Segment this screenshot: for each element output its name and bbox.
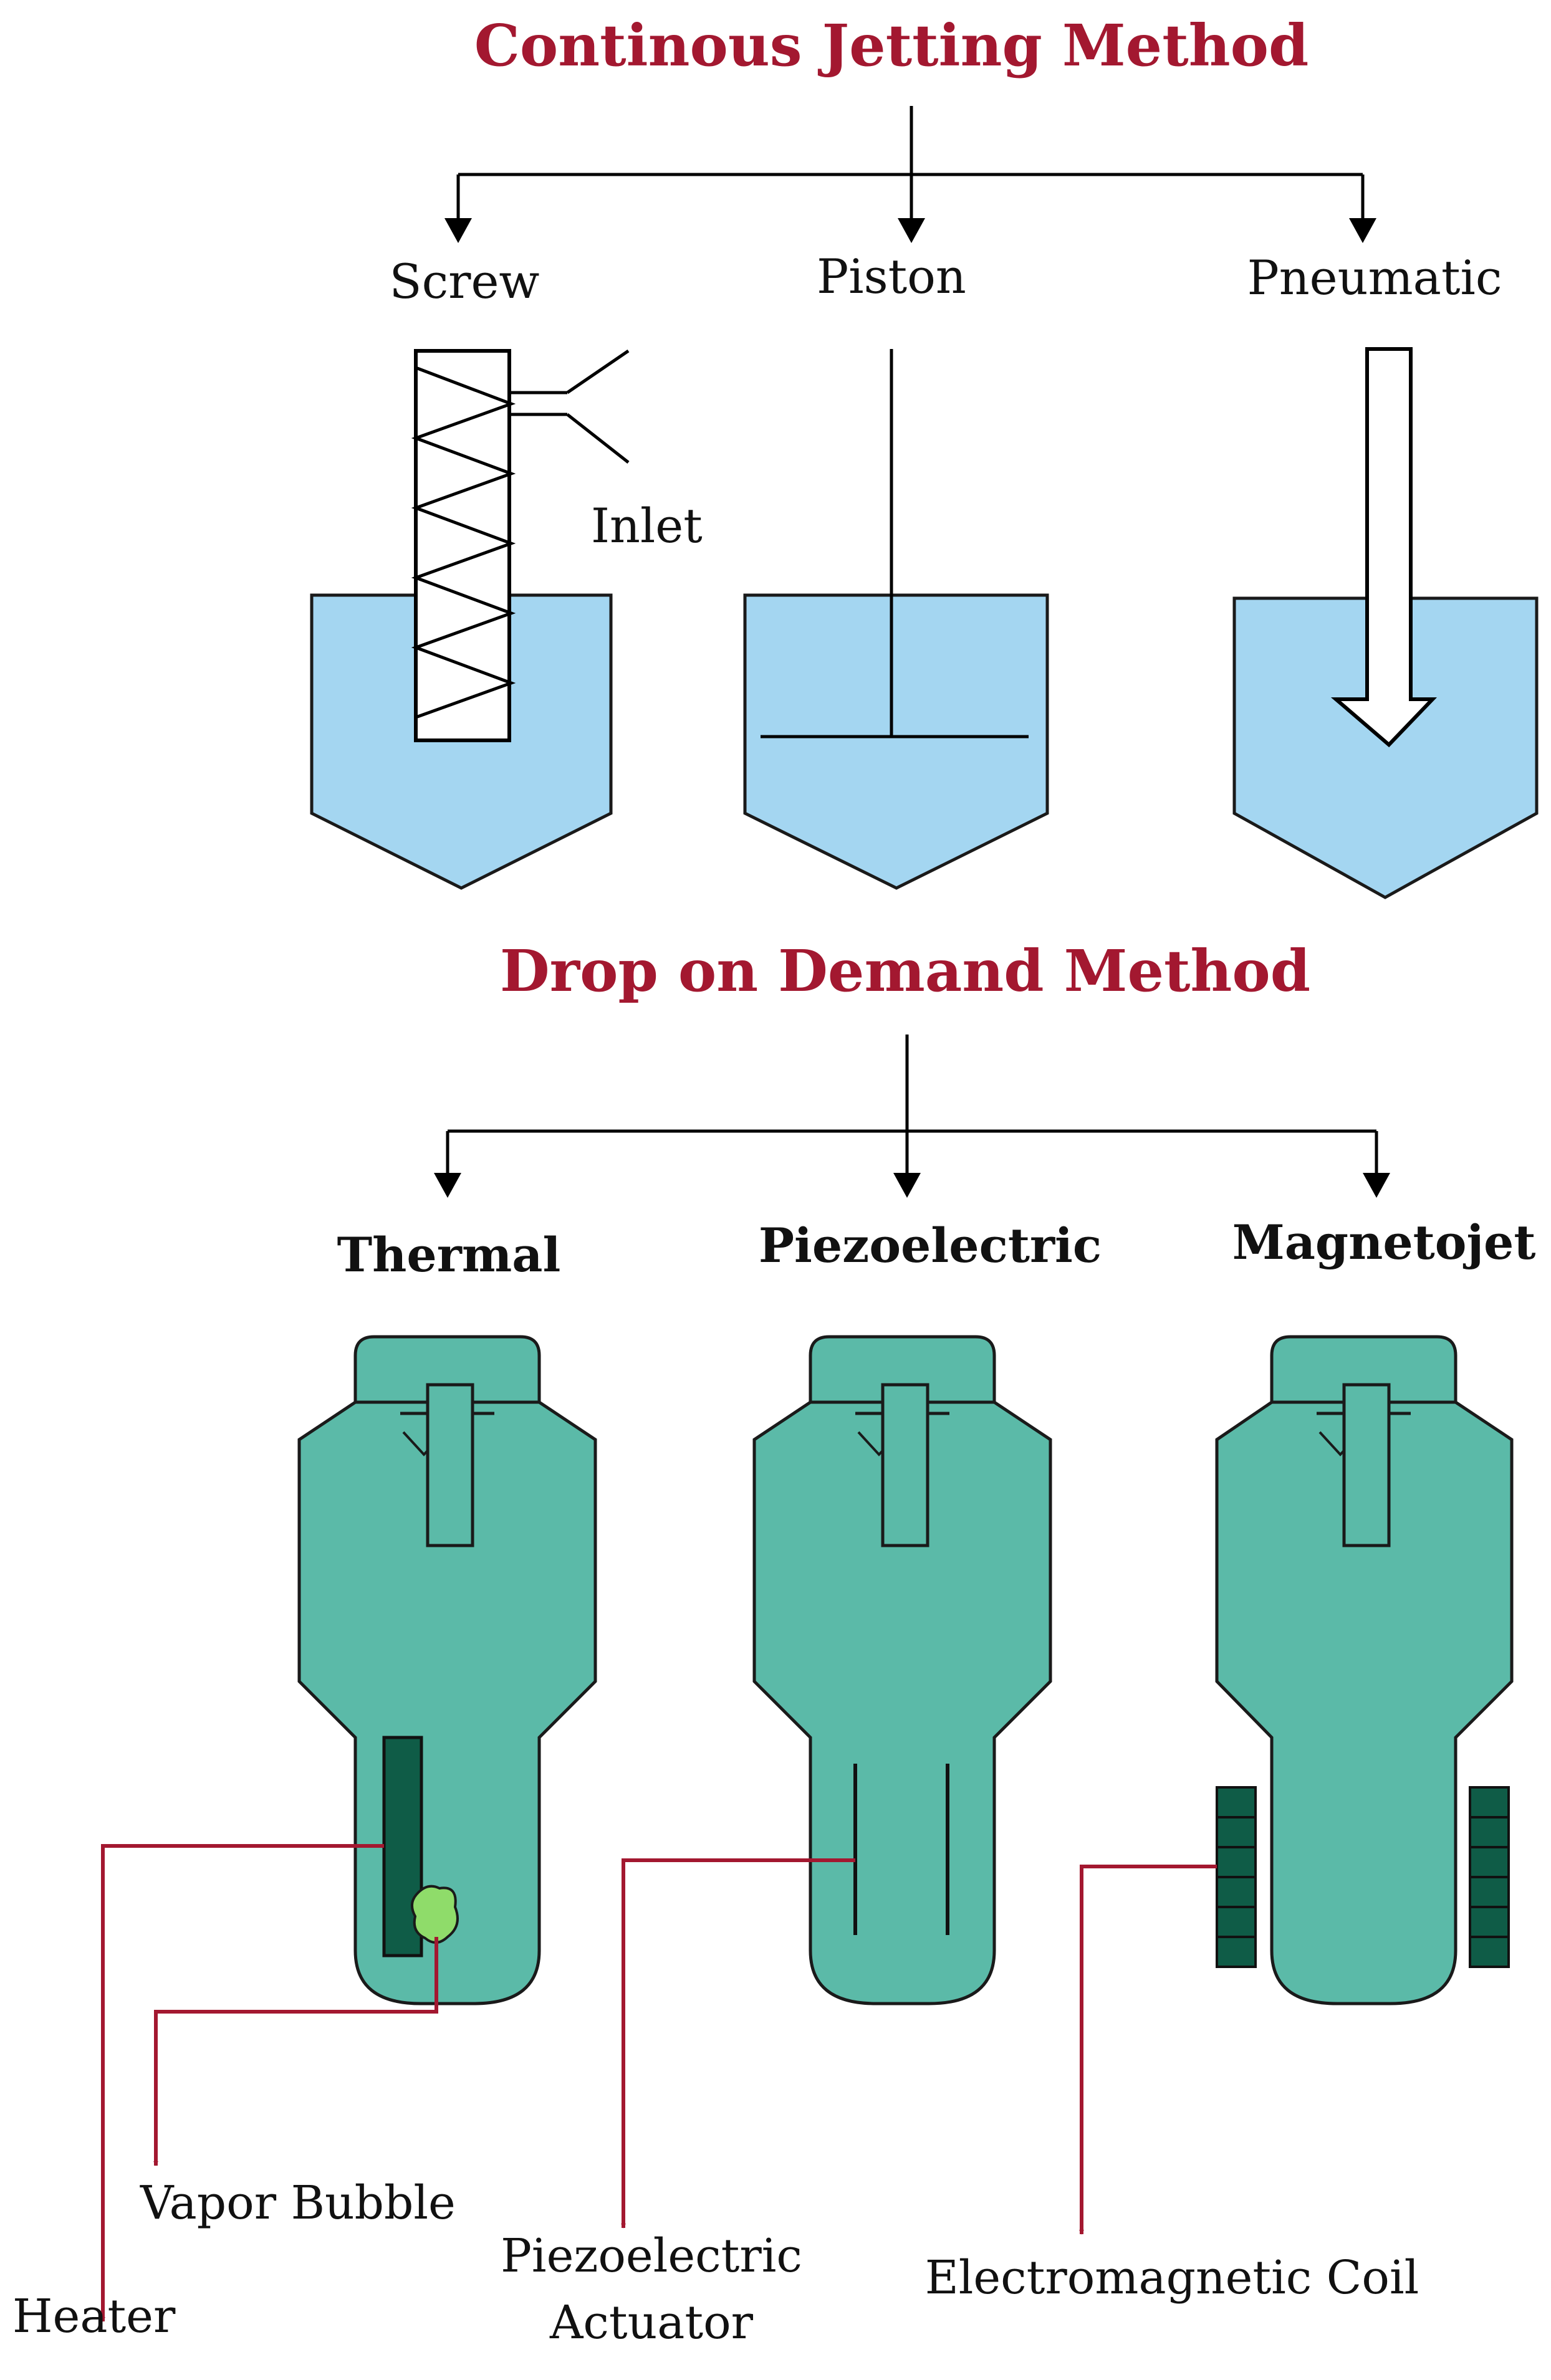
continuous-jetting-title: Continous Jetting Method — [474, 12, 1309, 79]
method-label-pneumatic: Pneumatic — [1247, 250, 1502, 305]
method-label-piezoelectric: Piezoelectric — [759, 1218, 1102, 1273]
piezo-actuator-label-line1: Piezoelectric — [501, 2229, 802, 2283]
piezoelectric-printhead — [752, 1335, 1052, 2005]
piston-tank — [743, 593, 1049, 890]
vapor-bubble-leader — [153, 1937, 438, 2166]
electromagnetic-coil-label: Electromagnetic Coil — [925, 2251, 1419, 2305]
electromagnetic-coil-right — [1469, 1786, 1510, 1968]
heater-label: Heater — [12, 2290, 176, 2343]
piston-rod — [761, 349, 1029, 738]
vapor-bubble-shape — [411, 1885, 459, 1944]
electromagnetic-coil-left — [1216, 1786, 1257, 1968]
method-label-thermal: Thermal — [337, 1227, 561, 1283]
drop-on-demand-title: Drop on Demand Method — [500, 937, 1310, 1005]
continuous-tree-connector — [444, 106, 1376, 243]
pneumatic-tank — [1232, 596, 1539, 899]
magnetojet-printhead — [1215, 1335, 1514, 2005]
piezo-actuator-leader — [621, 1858, 855, 2229]
method-label-piston: Piston — [817, 249, 966, 304]
method-label-screw: Screw — [390, 254, 540, 309]
pneumatic-arrow — [1330, 347, 1438, 748]
coil-leader — [1079, 1865, 1217, 2235]
dod-tree-connector — [434, 1035, 1390, 1198]
leader-lines — [100, 1844, 1217, 2322]
vapor-bubble-label: Vapor Bubble — [140, 2176, 456, 2230]
piezo-actuator-label-line2: Actuator — [549, 2296, 754, 2349]
heater-leader — [100, 1844, 384, 2322]
inlet-label: Inlet — [591, 498, 703, 553]
method-label-magnetojet: Magnetojet — [1232, 1215, 1536, 1270]
screw-auger — [411, 349, 630, 742]
thermal-printhead — [297, 1335, 597, 2005]
